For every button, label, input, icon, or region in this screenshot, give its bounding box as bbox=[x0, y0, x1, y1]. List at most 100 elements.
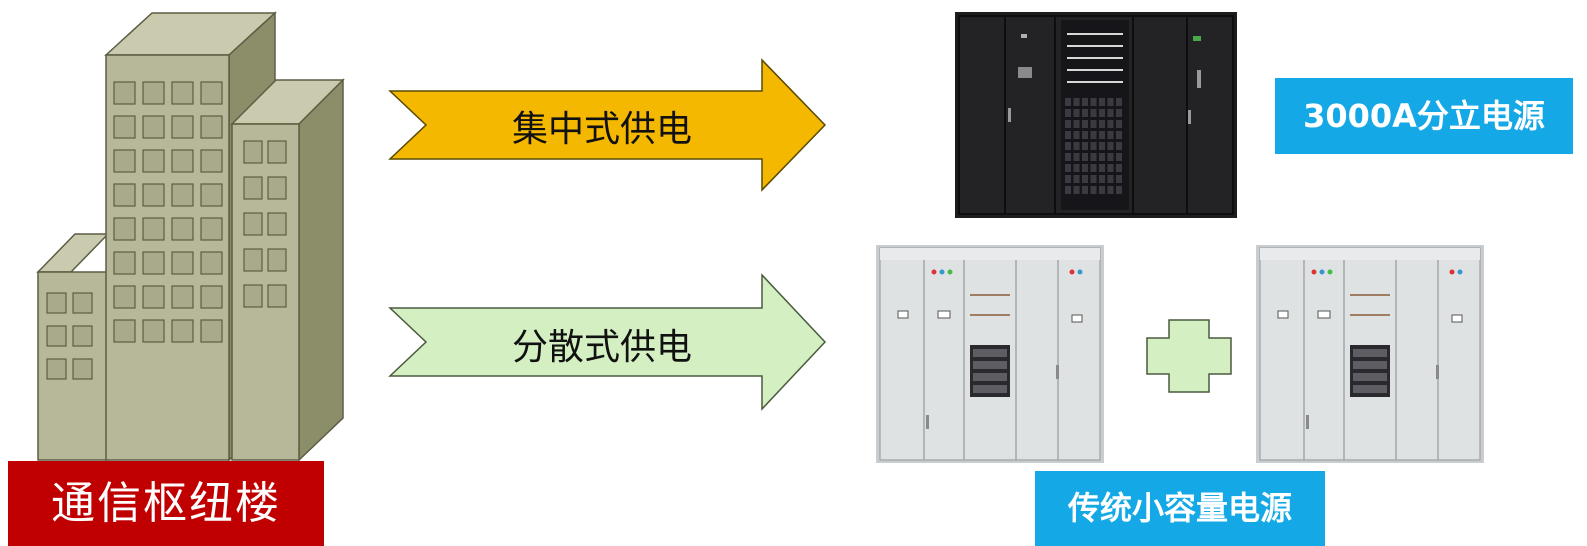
rectifier-module bbox=[1090, 186, 1097, 194]
building-window bbox=[113, 251, 136, 275]
rectifier-module bbox=[1099, 98, 1105, 106]
rectifier-module bbox=[1090, 98, 1097, 106]
building-window bbox=[72, 325, 93, 347]
rectifier-module bbox=[1082, 164, 1088, 172]
building-window bbox=[243, 284, 263, 308]
building-window bbox=[113, 183, 136, 207]
rectifier-module bbox=[1073, 142, 1080, 150]
plus-connector bbox=[1146, 319, 1232, 393]
rectifier-module bbox=[1082, 131, 1088, 139]
rectifier-module bbox=[1082, 142, 1088, 150]
rectifier-module bbox=[1073, 186, 1080, 194]
cabinet-3000a-image bbox=[955, 12, 1237, 218]
rectifier-module bbox=[1099, 164, 1105, 172]
rectifier-module bbox=[1090, 120, 1097, 128]
building-window bbox=[142, 319, 165, 343]
building-window bbox=[200, 183, 223, 207]
rectifier-module bbox=[1090, 131, 1097, 139]
small-capacity-label: 传统小容量电源 bbox=[1035, 471, 1325, 546]
rectifier-module bbox=[1065, 164, 1071, 172]
building-right-block-side bbox=[298, 78, 344, 462]
rectifier-module bbox=[1116, 186, 1122, 194]
rectifier-module bbox=[1107, 175, 1114, 183]
building-window bbox=[200, 285, 223, 309]
building-window bbox=[171, 115, 194, 139]
building-window bbox=[46, 325, 67, 347]
rectifier-module bbox=[1107, 98, 1114, 106]
building-window bbox=[46, 292, 67, 314]
building-window bbox=[267, 284, 287, 308]
rectifier-module bbox=[1107, 120, 1114, 128]
rectifier-module bbox=[1107, 142, 1114, 150]
rectifier-module bbox=[1073, 120, 1080, 128]
building-window bbox=[142, 217, 165, 241]
rectifier-module bbox=[1116, 98, 1122, 106]
rectifier-module bbox=[1099, 109, 1105, 117]
building-window bbox=[142, 149, 165, 173]
building-window bbox=[200, 251, 223, 275]
rectifier-module bbox=[1090, 153, 1097, 161]
small-capacity-cabinet-right bbox=[1256, 245, 1484, 463]
building-window bbox=[200, 149, 223, 173]
building-window bbox=[243, 140, 263, 164]
rectifier-module bbox=[1073, 153, 1080, 161]
rectifier-module bbox=[1107, 164, 1114, 172]
rectifier-module bbox=[1099, 153, 1105, 161]
cabinet-3000a-label: 3000A分立电源 bbox=[1275, 78, 1573, 154]
building-window bbox=[142, 115, 165, 139]
building-window bbox=[46, 358, 67, 380]
rectifier-module bbox=[1065, 153, 1071, 161]
left-block-windows bbox=[46, 292, 93, 380]
building-window bbox=[72, 358, 93, 380]
building-window bbox=[142, 183, 165, 207]
rectifier-module bbox=[1099, 186, 1105, 194]
building-window bbox=[200, 217, 223, 241]
distributed-arrow bbox=[388, 273, 827, 411]
building-window bbox=[142, 81, 165, 105]
rectifier-module bbox=[1107, 186, 1114, 194]
building-window bbox=[113, 217, 136, 241]
building-window bbox=[113, 81, 136, 105]
building-window bbox=[113, 285, 136, 309]
rectifier-module bbox=[1065, 98, 1071, 106]
rectifier-module bbox=[1073, 131, 1080, 139]
building-window bbox=[200, 81, 223, 105]
small-capacity-cabinet-left bbox=[876, 245, 1104, 463]
rectifier-module bbox=[1099, 120, 1105, 128]
rectifier-module bbox=[1065, 120, 1071, 128]
rectifier-module bbox=[1116, 142, 1122, 150]
building-window bbox=[142, 251, 165, 275]
building-window bbox=[171, 183, 194, 207]
rectifier-module bbox=[1090, 109, 1097, 117]
rectifier-module bbox=[1082, 98, 1088, 106]
building-window bbox=[171, 285, 194, 309]
centralized-arrow-label: 集中式供电 bbox=[511, 109, 692, 150]
building-window bbox=[142, 285, 165, 309]
rectifier-module bbox=[1116, 175, 1122, 183]
rectifier-module bbox=[1073, 109, 1080, 117]
building-window bbox=[267, 248, 287, 272]
building-window bbox=[171, 319, 194, 343]
distributed-arrow-label: 分散式供电 bbox=[511, 327, 692, 368]
rectifier-module bbox=[1116, 120, 1122, 128]
building-window bbox=[171, 149, 194, 173]
building-window bbox=[72, 292, 93, 314]
rectifier-module bbox=[1116, 164, 1122, 172]
rectifier-module bbox=[1099, 142, 1105, 150]
centralized-arrow bbox=[388, 58, 827, 192]
rectifier-module bbox=[1099, 131, 1105, 139]
rectifier-module bbox=[1107, 131, 1114, 139]
rectifier-module bbox=[1107, 153, 1114, 161]
building-label: 通信枢纽楼 bbox=[8, 461, 324, 546]
building-window bbox=[200, 115, 223, 139]
building-illustration bbox=[36, 11, 345, 462]
rectifier-module bbox=[1082, 120, 1088, 128]
building-window bbox=[243, 176, 263, 200]
building-right-block-front bbox=[231, 123, 300, 461]
building-window bbox=[243, 212, 263, 236]
building-window bbox=[171, 251, 194, 275]
building-left-block-top bbox=[36, 233, 110, 273]
building-window bbox=[267, 212, 287, 236]
rectifier-module bbox=[1065, 131, 1071, 139]
right-block-windows bbox=[243, 140, 287, 308]
